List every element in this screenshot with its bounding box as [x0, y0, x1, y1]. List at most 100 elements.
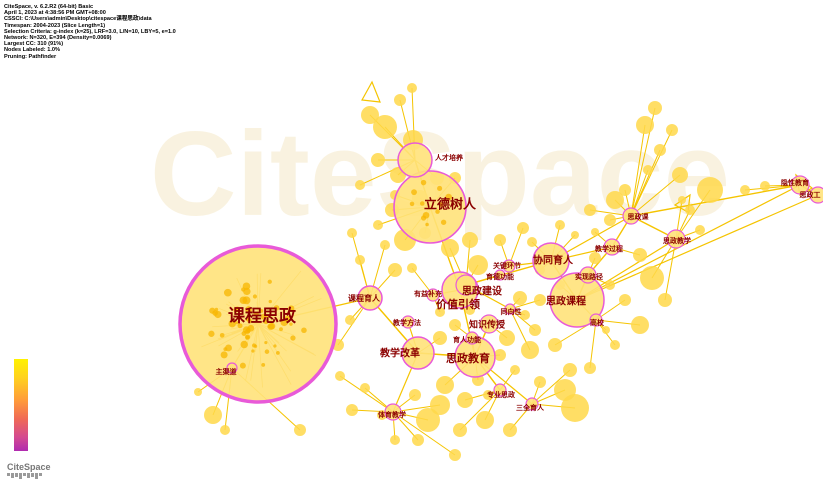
keyword-node-jxgc[interactable]	[603, 238, 621, 256]
keyword-node-minor	[435, 209, 440, 214]
keyword-node-layer[interactable]	[178, 142, 823, 421]
keyword-node-minor	[228, 319, 236, 328]
keyword-node-minor	[695, 225, 705, 235]
keyword-node-yxbc[interactable]	[426, 288, 440, 302]
keyword-label-zscs: 知识传授	[468, 319, 506, 331]
network-link	[664, 238, 677, 301]
keyword-node-minor	[520, 310, 530, 320]
keyword-node-minor	[430, 395, 450, 415]
keyword-node-minor	[445, 193, 452, 201]
keyword-node-szjx[interactable]	[666, 229, 686, 249]
keyword-node-minor	[517, 222, 529, 234]
keyword-node-minor	[610, 340, 620, 350]
keyword-node-minor	[468, 255, 488, 275]
info-panel: CiteSpace, v. 6.2.R2 (64-bit) Basic Apri…	[4, 4, 176, 60]
keyword-node-rcpy[interactable]	[397, 142, 433, 178]
keyword-label-yxbc: 有益补充	[414, 289, 442, 298]
keyword-node-kcsz[interactable]	[178, 244, 338, 404]
keyword-node-zscs[interactable]	[479, 314, 499, 334]
keyword-node-minor	[439, 202, 444, 207]
keyword-node-minor	[301, 327, 307, 334]
keyword-node-minor	[648, 101, 662, 115]
keyword-node-szkc[interactable]	[549, 272, 605, 328]
keyword-node-txx[interactable]	[504, 303, 516, 315]
keyword-node-minor	[252, 294, 258, 299]
keyword-node-minor	[589, 252, 601, 264]
keyword-node-minor	[421, 215, 427, 221]
keyword-node-minor	[633, 248, 647, 262]
keyword-node-jxgg[interactable]	[401, 336, 435, 370]
keyword-node-minor	[465, 305, 475, 315]
keyword-node-minor	[294, 424, 306, 436]
keyword-label-xtyr: 协同育人	[533, 254, 574, 267]
keyword-node-zysz[interactable]	[493, 383, 507, 397]
keyword-node-szjs[interactable]	[455, 274, 477, 296]
keyword-node-minor	[534, 376, 546, 388]
keyword-node-szg[interactable]	[809, 186, 823, 204]
keyword-node-minor	[346, 404, 358, 416]
keyword-node-minor	[604, 214, 616, 226]
keyword-node-sqyr[interactable]	[525, 397, 539, 411]
keyword-node-minor	[355, 255, 365, 265]
keyword-node-gjhj[interactable]	[502, 259, 516, 273]
keyword-label-jxff: 教学方法	[392, 318, 421, 327]
keyword-node-jxff[interactable]	[401, 315, 415, 329]
info-line: CSSCI: C:\Users\admin\Desktop\citespace课…	[4, 16, 152, 23]
keyword-label-gx: 高校	[590, 318, 605, 327]
keyword-node-minor	[380, 240, 390, 250]
keyword-node-szk[interactable]	[622, 207, 640, 225]
keyword-node-zqd[interactable]	[226, 362, 238, 374]
keyword-node-minor	[194, 388, 202, 396]
year-color-legend	[14, 359, 28, 451]
keyword-node-yxjy[interactable]	[790, 175, 810, 195]
keyword-node-sjlj[interactable]	[579, 266, 597, 284]
keyword-node-minor	[235, 321, 239, 325]
keyword-label-yrgn2: 育德功能	[486, 272, 514, 281]
keyword-node-minor	[435, 307, 445, 317]
keyword-node-minor	[483, 390, 493, 400]
info-line: Network: N=320, E=394 (Density=0.0069)	[4, 35, 112, 42]
logo-bars	[7, 473, 51, 479]
keyword-node-minor	[208, 330, 215, 337]
keyword-label-zqd: 主渠道	[216, 367, 237, 376]
keyword-node-minor	[654, 144, 666, 156]
keyword-label-szjx: 思政教学	[663, 236, 691, 245]
keyword-node-tyjx[interactable]	[384, 403, 402, 421]
keyword-node-xtyr[interactable]	[532, 242, 570, 280]
info-line: CiteSpace, v. 6.2.R2 (64-bit) Basic	[4, 4, 94, 10]
keyword-label-layer: 课程思政立德树人价值引领思政教育思政课程协同育人思政建设教学改革课程育人知识传授…	[216, 153, 821, 419]
keyword-node-minor	[290, 335, 296, 341]
keyword-node-minor	[527, 237, 537, 247]
citespace-logo: CiteSpace	[7, 462, 51, 479]
keyword-node-minor	[253, 311, 259, 317]
keyword-node-minor	[409, 389, 421, 401]
keyword-node-minor	[388, 263, 402, 277]
keyword-node-gx[interactable]	[589, 313, 603, 327]
keyword-node-minor	[214, 307, 219, 312]
network-link	[589, 319, 597, 369]
info-line: Timespan: 2004-2023 (Slice Length=1)	[4, 22, 106, 29]
keyword-node-minor	[411, 189, 417, 196]
keyword-node-minor	[678, 196, 686, 204]
keyword-node-minor	[437, 185, 443, 192]
keyword-node-minor	[602, 326, 610, 334]
keyword-node-yrgn2[interactable]	[494, 269, 506, 281]
network-link	[361, 80, 381, 103]
keyword-node-minor	[267, 279, 272, 284]
keyword-node-yrgn[interactable]	[465, 331, 479, 345]
keyword-label-jxgg: 教学改革	[379, 347, 420, 360]
keyword-label-tyjx: 体育教学	[378, 410, 406, 419]
info-line: Selection Criteria: g-index (k=25), LRF=…	[4, 28, 176, 35]
keyword-node-kcyr[interactable]	[357, 285, 383, 311]
keyword-node-minor	[658, 293, 672, 307]
keyword-label-szjs: 思政建设	[462, 285, 502, 298]
keyword-node-minor	[606, 191, 624, 209]
keyword-node-ldsr[interactable]	[393, 170, 467, 244]
keyword-node-minor	[513, 291, 527, 305]
keyword-label-sjlj: 实现路径	[575, 272, 603, 281]
network-link	[576, 184, 801, 301]
keyword-node-minor	[449, 449, 461, 461]
keyword-node-minor	[571, 231, 579, 239]
keyword-node-minor	[273, 305, 280, 311]
